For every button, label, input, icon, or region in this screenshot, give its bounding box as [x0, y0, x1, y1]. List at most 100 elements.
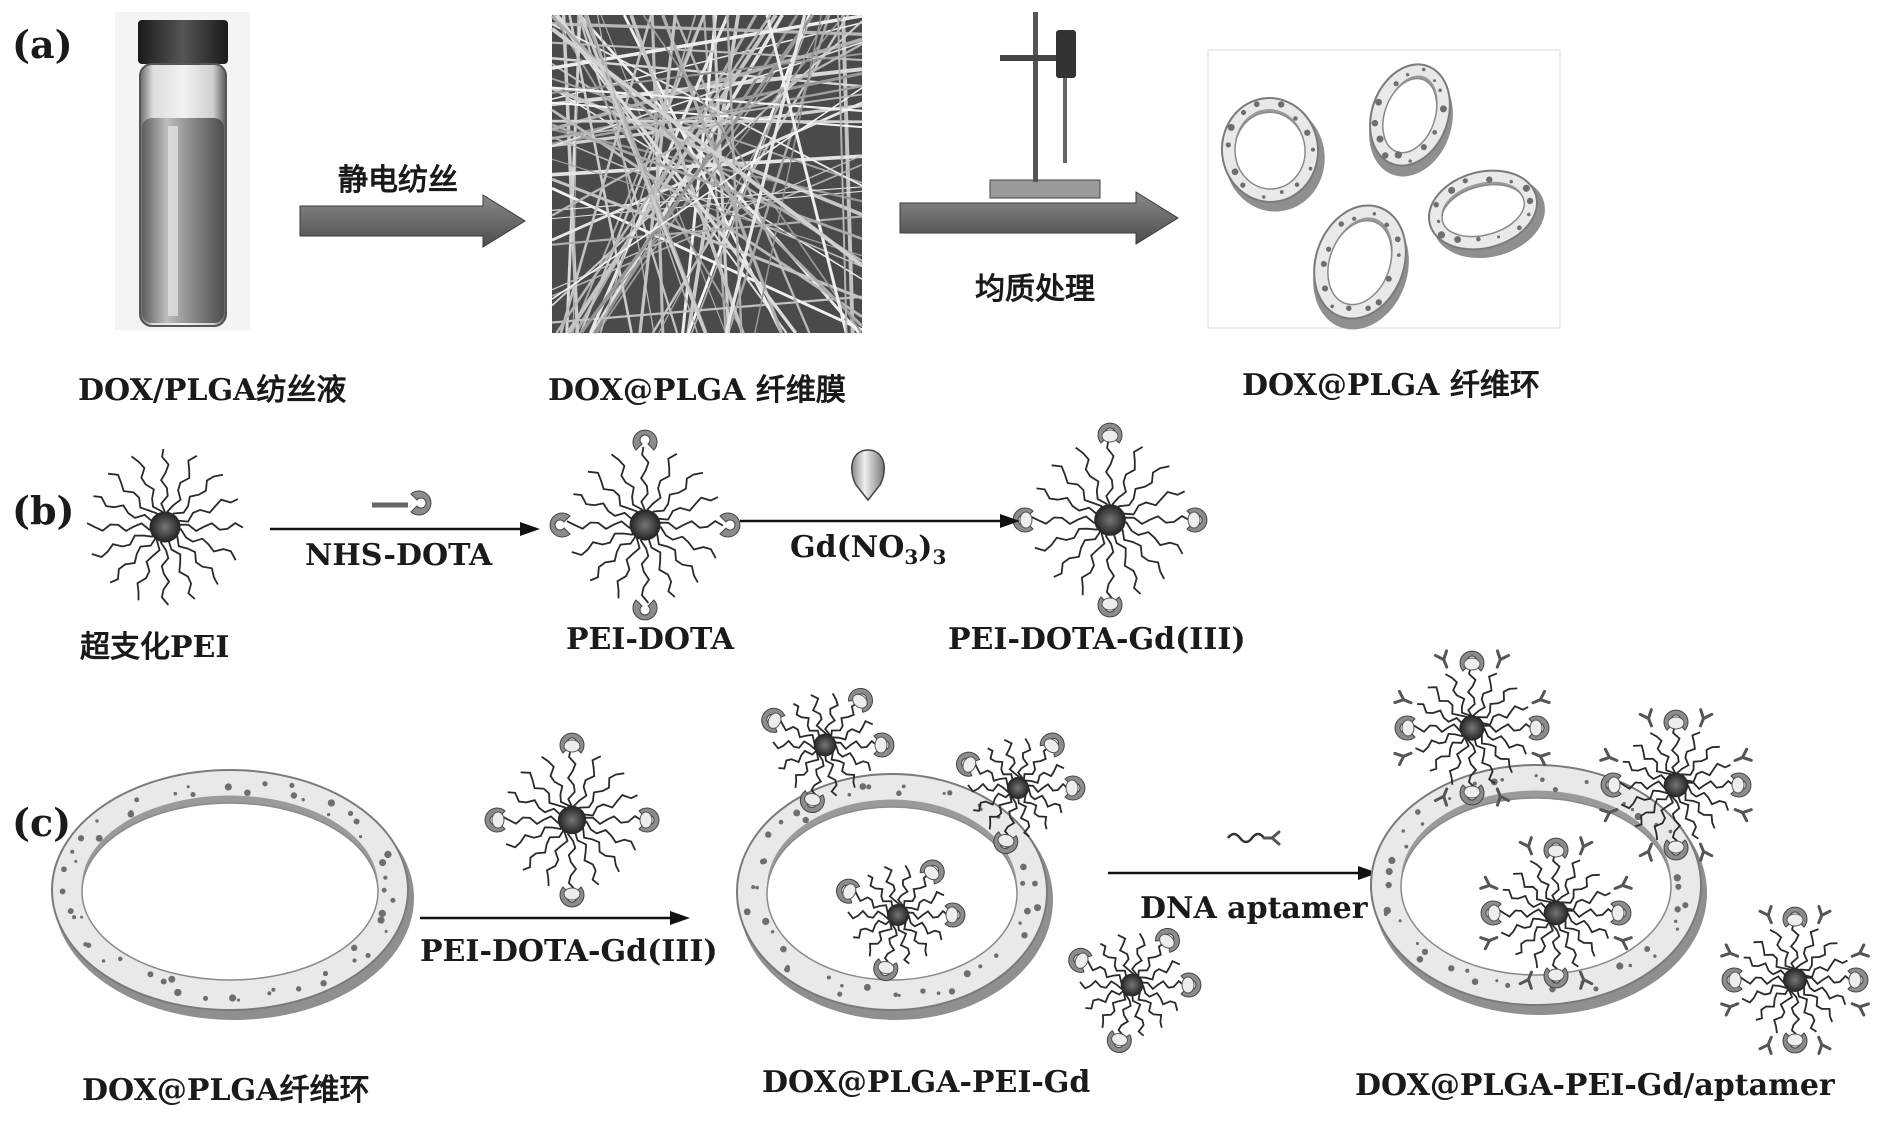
aptamer-mark	[1262, 830, 1281, 846]
chelator-mark	[956, 751, 981, 777]
caption-pei-dota-gd: PEI-DOTA-Gd(III)	[948, 622, 1246, 657]
dendrimer-attached	[1068, 927, 1202, 1054]
aptamer-mark	[1518, 970, 1534, 990]
chelator-mark	[719, 512, 741, 538]
chelator-mark	[1782, 906, 1808, 928]
vial-image	[115, 12, 250, 330]
chelator-mark	[559, 732, 585, 754]
chelator-mark	[549, 512, 571, 538]
caption-plga-pei-gd-aptamer: DOX@PLGA-PEI-Gd/aptamer	[1355, 1068, 1835, 1103]
step-pei-dota-gd-c: PEI-DOTA-Gd(III)	[420, 934, 718, 969]
dendrimer-pei-dota	[549, 429, 741, 621]
chelator-mark	[632, 599, 658, 621]
fiber-membrane-image	[550, 13, 864, 335]
aptamer-mark	[1758, 905, 1773, 925]
dendrimer-aptamer	[1599, 708, 1753, 862]
chelator-mark	[410, 490, 432, 516]
dendrimer-attached	[761, 687, 895, 814]
caption-fiber-membrane: DOX@PLGA 纤维膜	[548, 373, 846, 408]
arrow-homogenization	[899, 191, 1179, 245]
chelator-mark	[1097, 422, 1123, 444]
dendrimer-gd-reagent	[484, 732, 660, 908]
aptamer-mark	[1393, 751, 1413, 767]
chelator-mark	[1600, 772, 1622, 798]
chelator-mark	[1663, 709, 1689, 731]
aptamer-mark	[1531, 689, 1551, 705]
aptamer-mark	[1733, 747, 1753, 763]
panel-label-b: (b)	[12, 488, 75, 533]
aptamer-mark	[1850, 1002, 1870, 1017]
chelator-mark	[919, 859, 945, 885]
step-homogenization: 均质处理	[975, 272, 1095, 307]
aptamer-mark	[1479, 935, 1499, 951]
fiber-ring-pei-gd	[736, 773, 1053, 1020]
chelator-mark	[632, 429, 658, 451]
chelator-mark	[1097, 596, 1123, 618]
aptamer-mark	[1638, 842, 1654, 862]
chelator-mark	[1459, 650, 1485, 672]
panel-label-a: (a)	[12, 22, 73, 67]
dendrimer-aptamer	[1479, 836, 1633, 990]
aptamer-mark	[1518, 836, 1534, 856]
step-dna-aptamer: DNA aptamer	[1140, 891, 1368, 926]
chelator-mark	[1064, 775, 1086, 801]
chelator-mark	[1039, 732, 1065, 758]
arrow-gd-nitrate	[740, 514, 1020, 528]
chelator-mark	[836, 878, 861, 904]
fiber-ring-pei-gd-aptamer	[1370, 764, 1707, 1015]
aptamer-mark	[1613, 875, 1633, 891]
aptamer-mark	[1698, 708, 1714, 728]
chelator-mark	[1394, 715, 1416, 741]
chelator-mark	[1180, 972, 1202, 998]
chelator-mark	[1012, 507, 1034, 533]
chelator-mark	[1721, 967, 1743, 993]
gd-formula-base: Gd(NO	[790, 530, 905, 565]
gd-formula-close: )	[918, 530, 933, 565]
caption-spinning-solution: DOX/PLGA纺丝液	[78, 373, 347, 408]
step-electrospinning: 静电纺丝	[338, 163, 458, 198]
arrow-nhs-dota	[270, 522, 540, 536]
small-fiber-ring	[1220, 97, 1325, 212]
fiber-ring-large	[51, 769, 414, 1020]
aptamer-mark	[1638, 708, 1654, 728]
chelator-mark	[1543, 967, 1569, 989]
arrow-dna-aptamer	[1108, 866, 1378, 880]
aptamer-mark	[1433, 649, 1449, 669]
aptamer-mark	[1817, 1035, 1832, 1055]
aptamer-mark	[1495, 649, 1511, 669]
chelator-mark	[873, 732, 895, 758]
chelator-mark	[1106, 1030, 1132, 1054]
dendrimer-aptamer	[1720, 905, 1870, 1055]
gd-formula-sub1: 3	[904, 545, 919, 569]
aptamer-mark	[1720, 943, 1740, 958]
chelator-mark	[1068, 947, 1093, 973]
chelator-mark	[944, 902, 966, 928]
chelator-mark	[1480, 900, 1502, 926]
dendrimer-attached	[836, 859, 966, 982]
gd-formula-sub2: 3	[932, 545, 947, 569]
chelator-mark	[1610, 900, 1632, 926]
chelator-mark	[1847, 967, 1869, 993]
caption-hyperbranched-pei: 超支化PEI	[80, 630, 230, 665]
small-fiber-ring	[1427, 169, 1545, 259]
aptamer-mark	[1613, 935, 1633, 951]
chelator-mark	[848, 687, 873, 713]
caption-plga-pei-gd: DOX@PLGA-PEI-Gd	[762, 1065, 1091, 1100]
chelator-mark	[993, 831, 1019, 855]
step-nhs-dota: NHS-DOTA	[305, 538, 493, 573]
caption-pei-dota: PEI-DOTA	[566, 622, 735, 657]
chelator-mark	[559, 886, 585, 908]
aptamer-mark	[1393, 689, 1413, 705]
arrow-electrospinning	[299, 194, 526, 248]
aptamer-mark	[1433, 787, 1449, 807]
aptamer-mark	[1817, 905, 1832, 925]
chelator-mark	[1155, 927, 1180, 953]
arrow-pei-dota-gd	[420, 911, 690, 925]
gd-drop-icon	[851, 449, 885, 502]
chelator-mark	[799, 790, 825, 814]
dendrimer-attached	[956, 732, 1086, 855]
nhs-dota-reagent-icon	[372, 490, 432, 516]
aptamer-reagent-icon	[1227, 830, 1281, 846]
